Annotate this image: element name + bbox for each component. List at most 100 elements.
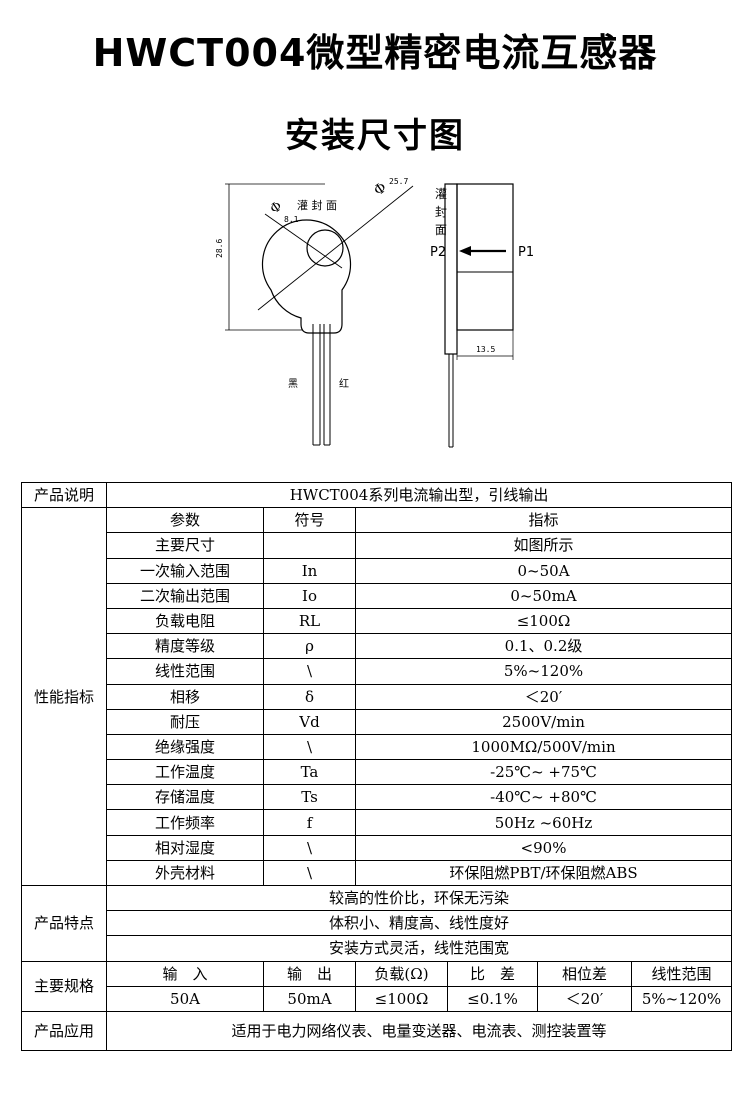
feature-item: 体积小、精度高、线性度好 — [105, 910, 733, 937]
param-cell: 精度等级 — [106, 633, 264, 660]
side-body — [456, 183, 514, 331]
symbol-cell: \ — [263, 859, 356, 887]
inner-diameter-label: 8.1 — [284, 215, 299, 224]
application-label: 产品应用 — [21, 1010, 107, 1051]
main-spec-value-row: 50A 50mA ≤100Ω ≤0.1% ＜20′ 5%~120% — [22, 985, 733, 1012]
table-row: 绝缘强度\1000MΩ/500V/min — [22, 733, 733, 761]
spec-cell: <90% — [354, 834, 733, 861]
inner-diameter-symbol: Φ — [268, 199, 285, 217]
spec-cell: 50Hz ~60Hz — [354, 809, 733, 836]
application-row: 产品应用 适用于电力网络仪表、电量变送器、电流表、测控装置等 — [21, 1010, 733, 1051]
lead-red-label: 红 — [339, 377, 349, 390]
main-spec-header: 输 入 — [106, 960, 264, 987]
param-cell: 主要尺寸 — [106, 532, 264, 559]
symbol-header: 符号 — [263, 507, 356, 534]
main-spec-value: 50A — [106, 985, 264, 1012]
feature-item: 安装方式灵活，线性范围宽 — [105, 935, 733, 962]
main-spec-header: 负载(Ω) — [355, 960, 448, 987]
table-row: 线性范围\5%~120% — [22, 658, 733, 685]
symbol-cell: f — [263, 809, 356, 836]
symbol-cell: In — [263, 557, 356, 584]
product-desc-label: 产品说明 — [21, 481, 107, 509]
spec-cell: 2500V/min — [354, 708, 733, 735]
spec-cell: -25℃~ +75℃ — [354, 759, 733, 786]
ring-outline — [261, 219, 352, 334]
potting-face-v1: 灌 — [435, 187, 447, 201]
table-row: 主要尺寸 如图所示 — [22, 532, 733, 559]
symbol-cell: ρ — [263, 633, 356, 660]
symbol-cell: Io — [263, 582, 356, 609]
spec-cell: -40℃~ +80℃ — [354, 784, 733, 811]
drawing-title: 安装尺寸图 — [285, 116, 465, 156]
symbol-cell: Vd — [263, 708, 356, 735]
side-shell — [444, 183, 458, 355]
inner-diameter-line — [264, 213, 343, 269]
spec-cell: ＜20′ — [354, 683, 733, 710]
main-spec-label: 主要规格 — [21, 960, 107, 1012]
symbol-cell: \ — [263, 733, 356, 761]
spec-cell: 0~50A — [354, 557, 733, 584]
feature-item: 较高的性价比，环保无污染 — [105, 884, 733, 912]
symbol-cell: RL — [263, 607, 356, 635]
param-cell: 工作频率 — [106, 809, 264, 836]
features-label: 产品特点 — [21, 885, 107, 962]
outer-diameter-line — [257, 185, 414, 311]
spec-cell: ≤100Ω — [354, 607, 733, 635]
param-cell: 负载电阻 — [106, 607, 264, 635]
potting-face-label: 灌 封 面 — [297, 198, 337, 212]
ring-hole — [306, 229, 344, 267]
param-cell: 二次输出范围 — [106, 582, 264, 609]
param-cell: 存储温度 — [106, 784, 264, 811]
outer-diameter-label: 25.7 — [389, 177, 408, 186]
main-spec-value: 5%~120% — [630, 985, 733, 1012]
param-header: 参数 — [106, 507, 264, 534]
p2-label: P2 — [430, 245, 446, 260]
main-spec-header-row: 主要规格 输 入 输 出 负载(Ω) 比 差 相位差 线性范围 — [21, 960, 733, 1012]
product-desc-row: 产品说明 HWCT004系列电流输出型，引线输出 — [21, 481, 733, 509]
param-cell: 外壳材料 — [106, 859, 264, 887]
spec-header: 指标 — [354, 507, 733, 534]
symbol-cell: Ts — [263, 784, 356, 811]
height-label: 28.6 — [215, 239, 224, 258]
arrow-head — [459, 246, 471, 256]
outer-diameter-symbol: Φ — [371, 180, 390, 200]
spec-cell: 5%~120% — [354, 658, 733, 685]
width-label: 13.5 — [476, 345, 495, 354]
spec-cell: 0~50mA — [354, 582, 733, 609]
features-row: 产品特点 较高的性价比，环保无污染 — [21, 884, 733, 962]
performance-label: 性能指标 — [21, 507, 107, 886]
spec-cell: 1000MΩ/500V/min — [354, 733, 733, 761]
param-cell: 相对湿度 — [106, 834, 264, 861]
param-cell: 线性范围 — [106, 658, 264, 685]
param-cell: 相移 — [106, 683, 264, 710]
table-row: 外壳材料\环保阻燃PBT/环保阻燃ABS — [22, 859, 733, 887]
dimension-drawing: Φ 25.7 Φ 8.1 28.6 灌 封 面 黑 红 P2 P1 灌 封 面 … — [215, 177, 534, 448]
spec-cell: 环保阻燃PBT/环保阻燃ABS — [354, 859, 733, 887]
potting-face-v2: 封 — [435, 205, 447, 219]
main-spec-header: 输 出 — [263, 960, 356, 987]
symbol-cell: Ta — [263, 759, 356, 786]
lead-black-label: 黑 — [288, 378, 298, 390]
param-cell: 工作温度 — [106, 759, 264, 786]
features-row: 体积小、精度高、线性度好 — [22, 910, 733, 937]
spec-table: 产品说明 HWCT004系列电流输出型，引线输出 性能指标 参数 符号 指标 主… — [21, 481, 733, 1051]
spec-cell: 0.1、0.2级 — [354, 633, 733, 660]
performance-header-row: 性能指标 参数 符号 指标 — [21, 507, 733, 886]
main-spec-value: ≤100Ω — [355, 985, 448, 1012]
p1-label: P1 — [518, 245, 534, 260]
main-spec-header: 相位差 — [537, 960, 632, 987]
main-spec-header: 线性范围 — [630, 960, 733, 987]
param-cell: 耐压 — [106, 708, 264, 735]
symbol-cell — [263, 532, 356, 559]
spec-cell: 如图所示 — [354, 532, 733, 559]
main-spec-header: 比 差 — [447, 960, 538, 987]
